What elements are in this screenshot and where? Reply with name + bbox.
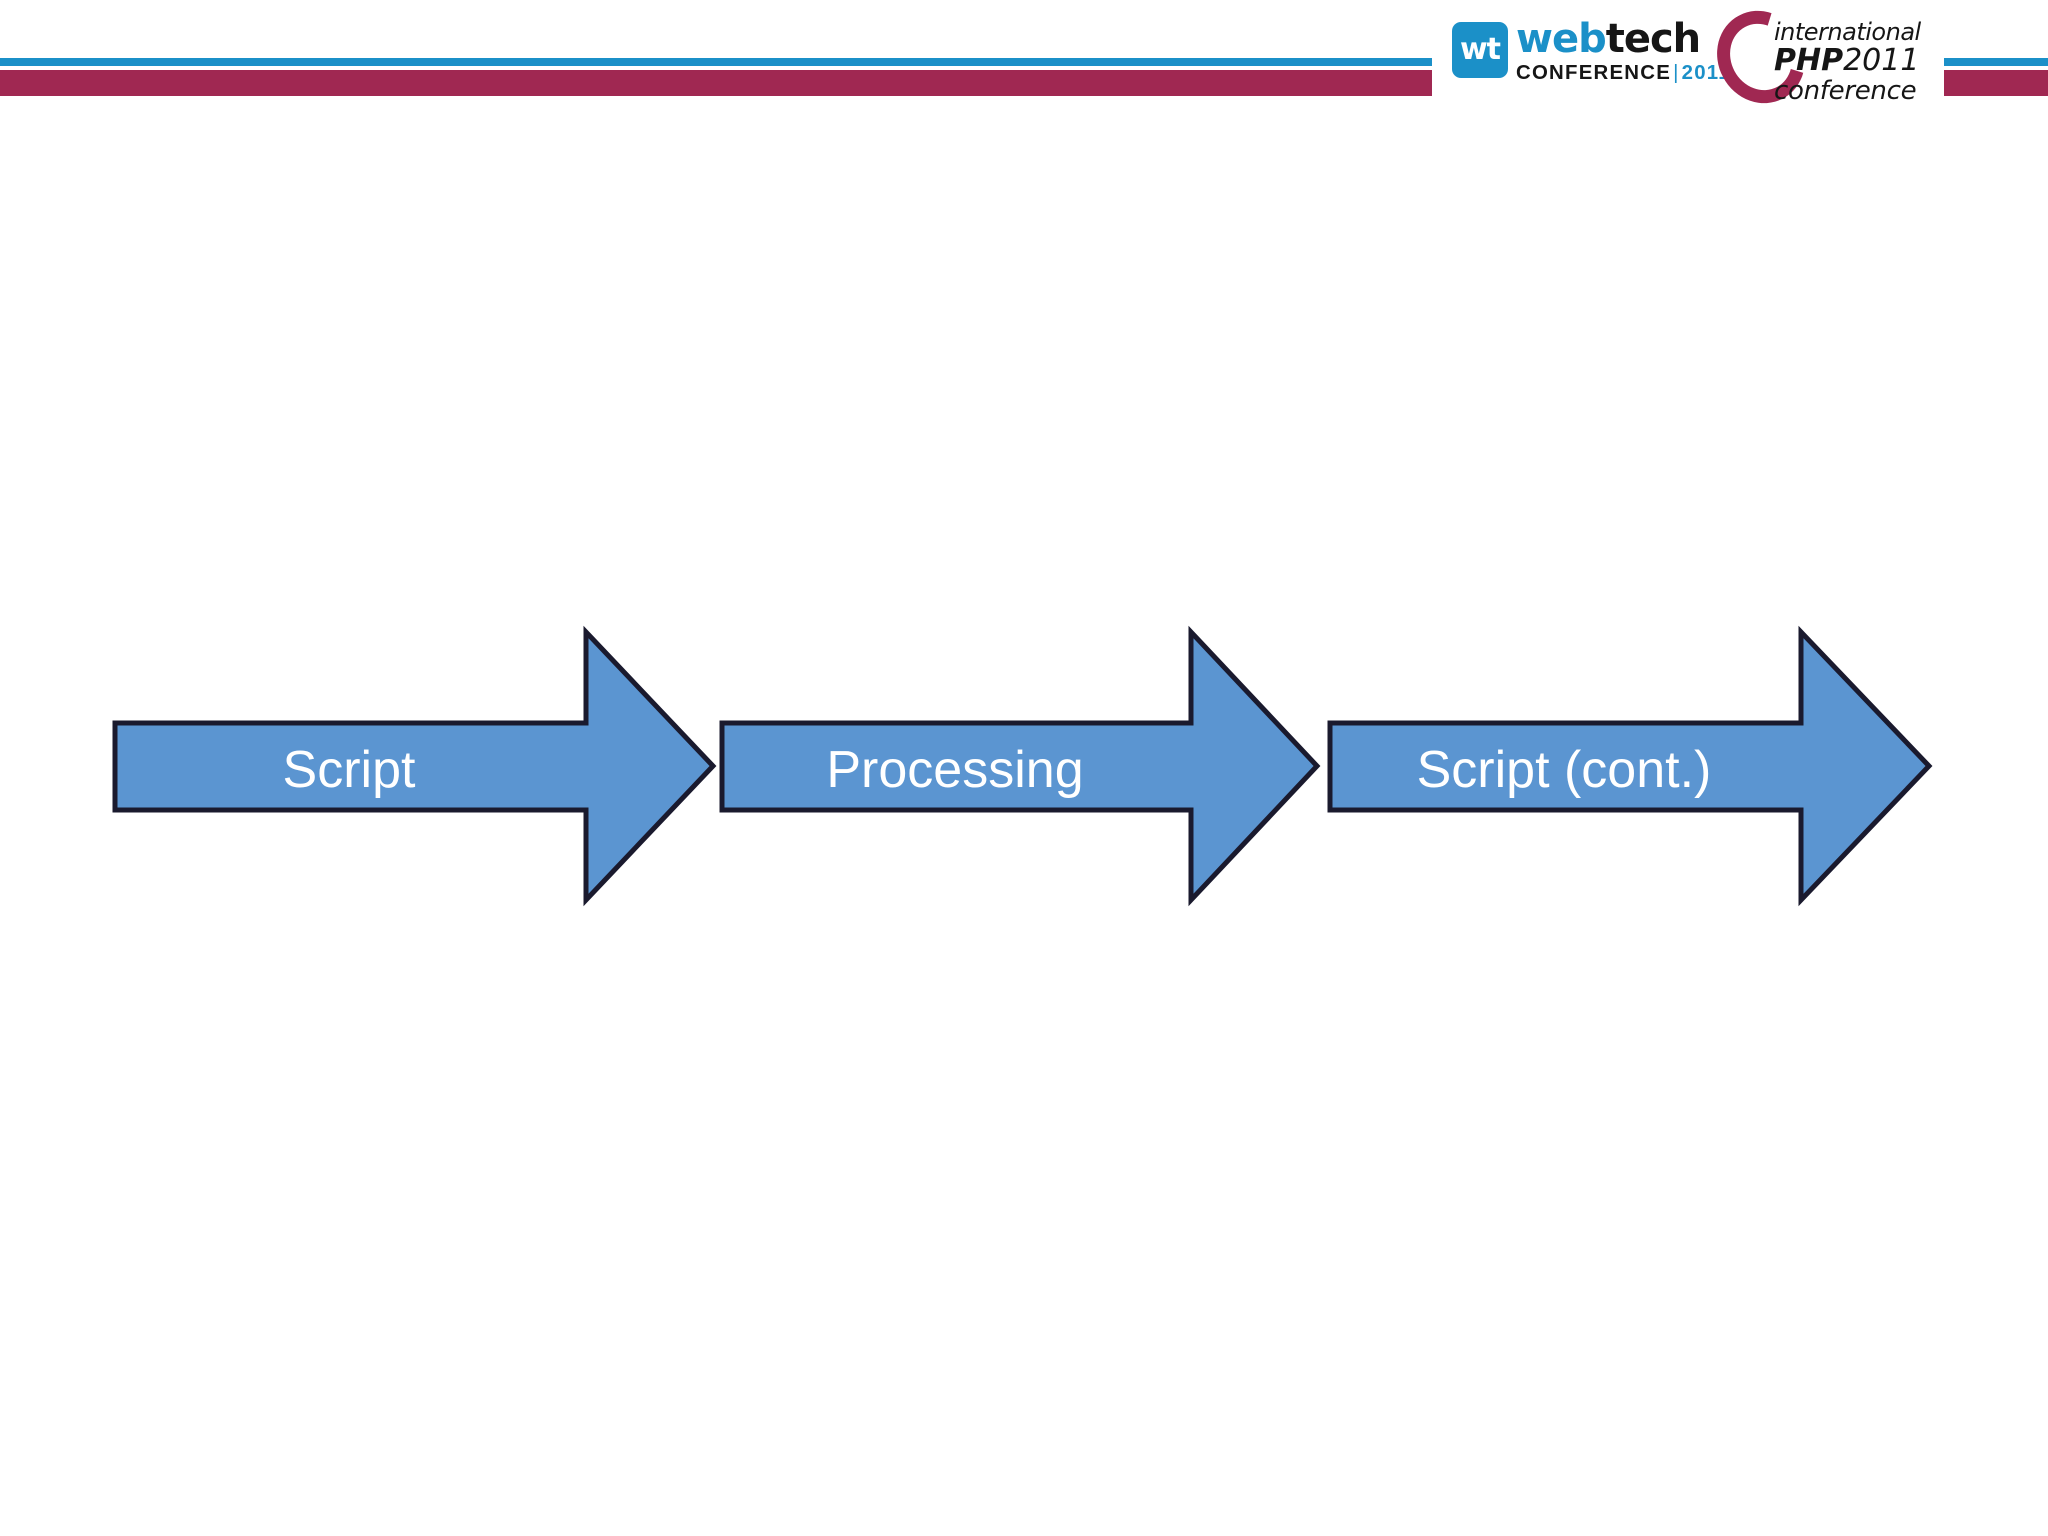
php-logo-php: PHP [1774, 43, 1844, 78]
webtech-subtitle-year: 2011 [1681, 62, 1731, 84]
process-arrow-3 [1327, 600, 1934, 940]
header-stripe-crimson-right [1944, 70, 2048, 96]
webtech-subtitle: CONFERENCE|2011 [1516, 62, 1731, 84]
process-arrow-2 [719, 600, 1321, 940]
webtech-wordmark-web: web [1516, 16, 1607, 62]
webtech-mark-label: wt [1459, 32, 1501, 67]
arrow-shape-1 [112, 625, 717, 907]
php-logo-line-international: international [1774, 18, 1921, 46]
php-logo-line-php2011: PHP2011 [1774, 46, 1934, 76]
webtech-wordmark-tech: tech [1605, 16, 1701, 62]
webtech-wordmark: webtech [1516, 16, 1701, 62]
header-stripe-crimson-left [0, 70, 1432, 96]
php-logo-line-conference: conference [1774, 76, 1917, 106]
header-stripe-blue-right [1944, 58, 2048, 66]
arrow-sequence-diagram: Script Processing Script (cont.) [0, 600, 2048, 940]
logo-plate [1432, 0, 1944, 110]
process-arrow-1 [112, 600, 718, 940]
php-conference-logo: international PHP2011 conference [1700, 0, 1934, 119]
webtech-subtitle-text: CONFERENCE [1516, 62, 1672, 84]
header-band: wt webtech CONFERENCE|2011 international… [0, 0, 2048, 119]
webtech-subtitle-separator: | [1673, 62, 1680, 84]
header-stripe-blue-left [0, 58, 1432, 66]
arrow-shape-2 [719, 625, 1321, 907]
php-logo-year: 2011 [1843, 43, 1920, 78]
arrow-shape-3 [1327, 625, 1933, 907]
php-arc-icon [1700, 0, 1822, 119]
webtech-conference-logo: wt webtech CONFERENCE|2011 [1452, 18, 1730, 90]
webtech-mark-icon: wt [1452, 22, 1508, 78]
php-logo-text: international PHP2011 conference [1774, 20, 1934, 104]
